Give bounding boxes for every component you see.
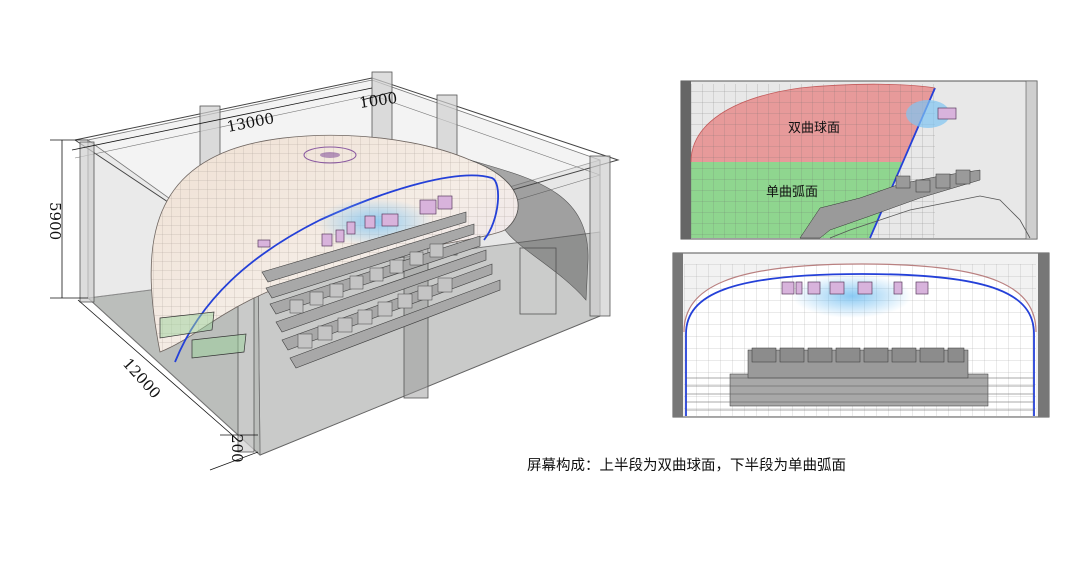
side-projector — [937, 107, 957, 120]
dim-height-label: 5900 — [46, 202, 64, 240]
front-elevation-panel — [672, 252, 1050, 418]
lower-surface-label: 单曲弧面 — [766, 185, 818, 200]
dome-shell-interior — [469, 159, 589, 301]
figure-caption: 屏幕构成：上半段为双曲球面，下半段为单曲弧面 — [527, 458, 846, 474]
front-seating — [729, 347, 989, 407]
projectors — [257, 195, 453, 248]
front-screen-edge — [685, 273, 1035, 416]
dim-offset-label: 1000 — [358, 89, 398, 112]
front-row-lines — [686, 377, 1034, 411]
theater-3d-diagram: 13000 1000 5900 12000 200 — [46, 71, 620, 471]
front-projectors — [781, 281, 929, 295]
seat-backs — [289, 243, 453, 349]
upper-surface-label: 双曲球面 — [788, 121, 840, 136]
side-floor-steps — [829, 195, 1031, 239]
screen-edge-line — [174, 174, 499, 363]
dim-base-label: 200 — [228, 434, 246, 463]
side-projector-glow — [906, 100, 950, 128]
side-section-panel: 双曲球面 单曲弧面 — [680, 80, 1038, 240]
side-seating — [799, 169, 981, 239]
dome-apex — [303, 146, 357, 164]
dimension-lines — [50, 87, 393, 471]
front-projector-glow — [792, 274, 912, 318]
lower-screen-panels — [159, 311, 247, 359]
